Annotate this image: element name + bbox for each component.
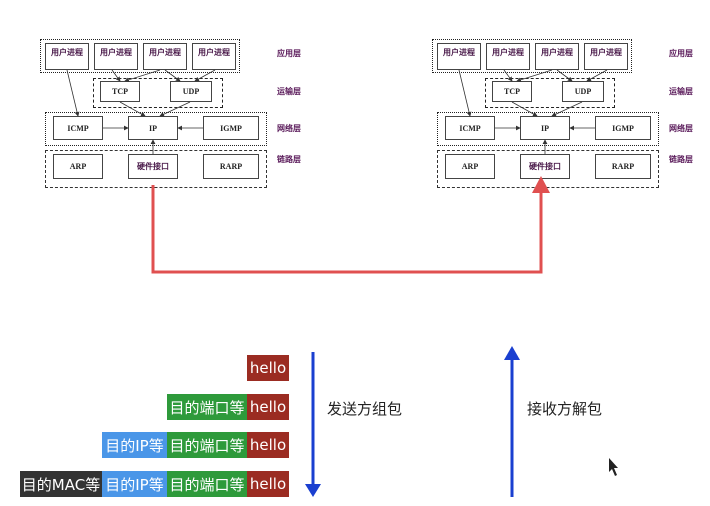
left-hw-interface-node: 硬件接口	[128, 154, 178, 179]
transmission-route-line	[151, 185, 543, 274]
left-udp-node: UDP	[170, 81, 212, 102]
left-label-link: 链路层	[277, 155, 301, 164]
right-transport-layer-box	[485, 78, 615, 108]
right-label-transport: 运输层	[669, 87, 693, 96]
right-icmp-node: ICMP	[445, 116, 495, 140]
left-user-process-1: 用户进程	[45, 43, 89, 70]
right-igmp-node: IGMP	[595, 116, 651, 140]
left-transport-layer-box	[93, 78, 223, 108]
send-arrowhead	[305, 484, 321, 497]
mouse-cursor-icon	[609, 458, 618, 476]
packet-hello-3: hello	[247, 432, 289, 458]
transmission-route-arrowhead	[532, 176, 550, 193]
left-internal-links	[66, 69, 216, 154]
send-label: 发送方组包	[327, 400, 403, 418]
left-network-layer-box	[45, 112, 267, 146]
packet-hello-1: hello	[247, 355, 289, 381]
left-label-network: 网络层	[277, 124, 301, 133]
left-user-process-4: 用户进程	[192, 43, 236, 70]
packet-ip-4: 目的IP等	[102, 471, 167, 497]
left-user-process-2: 用户进程	[94, 43, 138, 70]
recv-arrowhead	[504, 346, 520, 360]
right-link-layer-box	[437, 150, 659, 188]
packet-ip-3: 目的IP等	[102, 432, 167, 458]
right-app-layer-box	[432, 39, 632, 73]
right-udp-node: UDP	[562, 81, 604, 102]
right-label-network: 网络层	[669, 124, 693, 133]
packet-hello-4: hello	[247, 471, 289, 497]
left-rarp-node: RARP	[203, 154, 259, 179]
packet-port-2: 目的端口等	[167, 394, 247, 420]
packet-port-3: 目的端口等	[167, 432, 247, 458]
right-label-link: 链路层	[669, 155, 693, 164]
right-network-layer-box	[437, 112, 659, 146]
right-user-process-4: 用户进程	[584, 43, 628, 70]
right-label-app: 应用层	[669, 49, 693, 58]
recv-label: 接收方解包	[527, 400, 603, 418]
packet-mac-4: 目的MAC等	[20, 471, 102, 497]
left-app-layer-box	[40, 39, 240, 73]
right-arp-node: ARP	[445, 154, 495, 179]
packet-port-4: 目的端口等	[167, 471, 247, 497]
left-user-process-3: 用户进程	[143, 43, 187, 70]
right-user-process-2: 用户进程	[486, 43, 530, 70]
right-internal-links	[458, 69, 608, 154]
right-hw-interface-node: 硬件接口	[520, 154, 570, 179]
left-label-app: 应用层	[277, 49, 301, 58]
packet-hello-2: hello	[247, 394, 289, 420]
left-arp-node: ARP	[53, 154, 103, 179]
left-igmp-node: IGMP	[203, 116, 259, 140]
right-rarp-node: RARP	[595, 154, 651, 179]
right-user-process-3: 用户进程	[535, 43, 579, 70]
left-label-transport: 运输层	[277, 87, 301, 96]
left-link-layer-box	[45, 150, 267, 188]
right-user-process-1: 用户进程	[437, 43, 481, 70]
